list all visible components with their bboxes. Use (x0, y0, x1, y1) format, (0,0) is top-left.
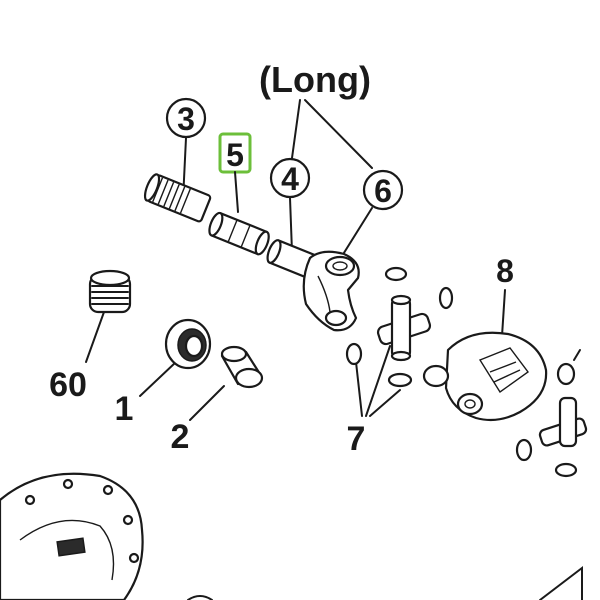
o-ring (556, 362, 576, 386)
callout-8[interactable]: 8 (496, 253, 514, 289)
callout-6-number: 6 (374, 173, 392, 209)
bushing-part (220, 345, 264, 389)
callout-3-number: 3 (177, 101, 195, 137)
o-ring (515, 438, 533, 462)
leader-1 (139, 361, 177, 397)
edge-line (573, 349, 581, 361)
leader-6 (341, 207, 373, 257)
leader-long-4 (291, 99, 301, 159)
o-ring (345, 342, 363, 366)
callout-4[interactable]: 4 (269, 157, 311, 199)
bearing-part (164, 318, 212, 370)
leader-8 (501, 289, 506, 337)
o-ring (384, 266, 408, 282)
flange-housing-part (0, 472, 144, 600)
leader-2 (189, 385, 225, 421)
yoke-housing-part (422, 331, 548, 422)
callout-5-highlighted[interactable]: 5 (218, 132, 252, 174)
partial-part-outline (539, 565, 583, 600)
splined-shaft-part (143, 173, 212, 223)
leader-5 (234, 171, 239, 213)
leader-long-6 (304, 99, 373, 169)
long-label: (Long) (259, 59, 371, 100)
callout-6[interactable]: 6 (362, 169, 404, 211)
callout-5-number: 5 (226, 137, 244, 173)
leader-60 (85, 311, 105, 363)
callout-3[interactable]: 3 (165, 97, 207, 139)
yoke-part (302, 250, 360, 332)
shaft-sleeve-part (208, 211, 270, 256)
u-joint-cross-part-right (538, 396, 588, 448)
callout-1[interactable]: 1 (115, 390, 134, 428)
o-ring (387, 372, 413, 388)
partial-part-outline (187, 595, 213, 600)
o-ring (438, 286, 454, 310)
callout-7[interactable]: 7 (347, 420, 366, 458)
callout-60[interactable]: 60 (49, 366, 87, 404)
spring-part (88, 269, 132, 314)
leader-7 (355, 345, 401, 417)
u-joint-cross-part (376, 294, 432, 362)
leader-4 (289, 197, 293, 253)
callout-2[interactable]: 2 (171, 418, 190, 456)
o-ring (554, 462, 578, 478)
callout-4-number: 4 (281, 161, 299, 197)
